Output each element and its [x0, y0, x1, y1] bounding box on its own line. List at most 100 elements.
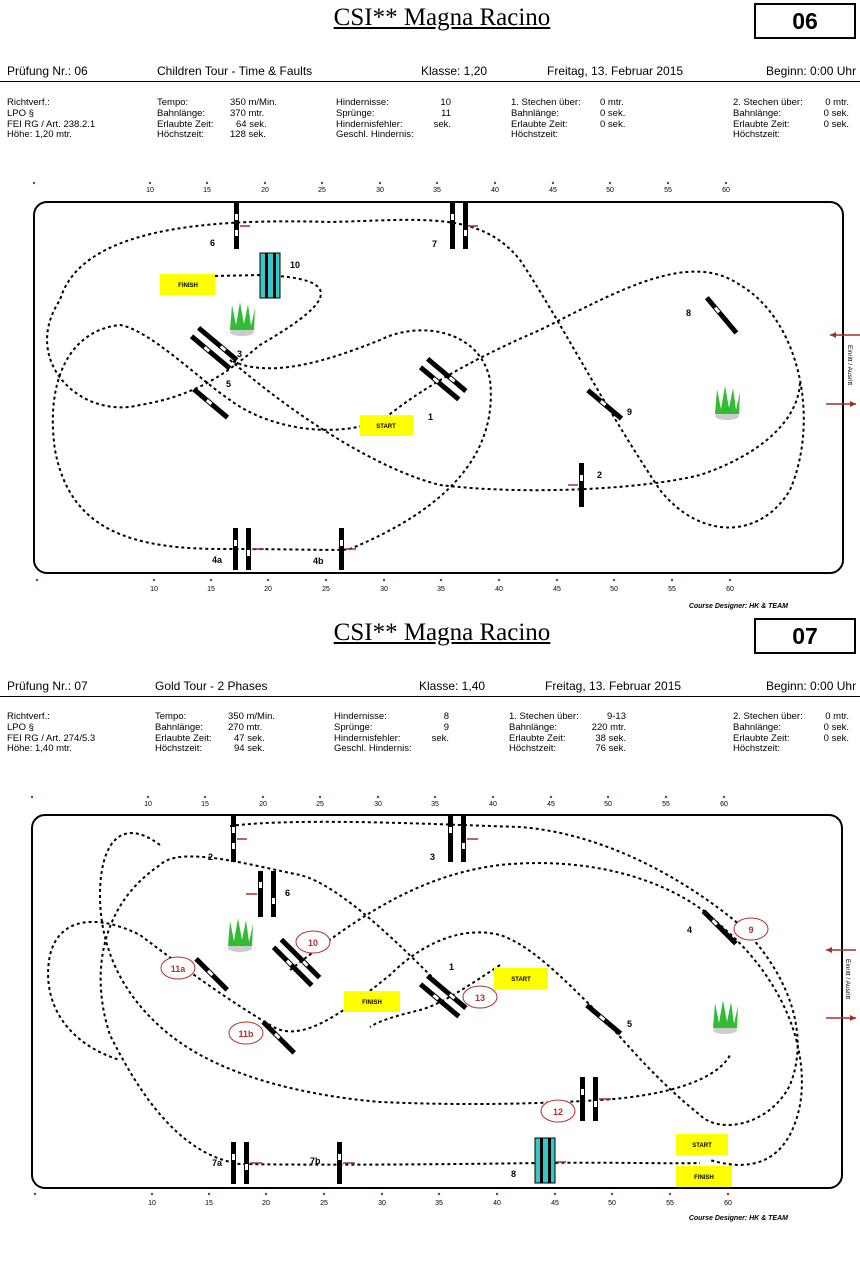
info-label: Höchstzeit: [157, 129, 204, 141]
info-value: sek. [431, 732, 449, 744]
grid-tick: 45 [549, 187, 557, 194]
info-value: 94 sek. [234, 743, 265, 755]
grid-bottom: 10 15 20 25 30 35 40 45 50 55 60 [148, 1200, 732, 1207]
info-value: 0 sek. [600, 118, 626, 130]
start-label: START [511, 977, 531, 983]
info-label: Bahnlänge: [733, 721, 782, 733]
fence-label: 2 [597, 470, 602, 480]
phase2-marker-9: 9 [733, 917, 769, 941]
info-label: Höchstzeit: [733, 129, 780, 141]
fence-label: 6 [210, 238, 215, 248]
info-col-stechen-2: 2. Stechen über: Bahnlänge: Erlaubte Zei… [733, 97, 849, 141]
grid-tick: 50 [610, 586, 618, 593]
info-label: Sprünge: [334, 721, 373, 733]
fence-label: 4b [313, 556, 324, 566]
start-marker: START [494, 968, 548, 989]
fence-label: 7 [432, 239, 437, 249]
grid-tick: 25 [320, 1200, 328, 1207]
grid-tick: 40 [489, 801, 497, 808]
course-sheet-07: CSI** Magna Racino 07 Prüfung Nr.: 07 Go… [0, 615, 860, 1230]
fence-label: 7b [310, 1156, 321, 1166]
info-value: 8 [443, 711, 449, 722]
pruefung-number-box: 06 [754, 3, 856, 39]
fence-10-water: 10 [259, 252, 300, 299]
fence-3: 3 [430, 816, 478, 862]
fence-label: 1 [449, 962, 454, 972]
grid-tick: 50 [606, 187, 614, 194]
info-value: 0 sek. [823, 107, 849, 119]
fence-label: 3 [237, 349, 242, 359]
phase2-marker-11b: 11b [228, 1021, 264, 1045]
info-value: 0 mtr. [825, 711, 849, 722]
info-label: 1. Stechen über: [509, 711, 579, 722]
competition-name: Children Tour - Time & Faults [157, 64, 313, 78]
info-label: Sprünge: [336, 107, 375, 119]
fence-label: 4 [687, 925, 692, 935]
info-values: 9-13 220 mtr. 38 sek. 76 sek. [592, 711, 626, 755]
info-label: Bahnlänge: [511, 107, 560, 119]
grid-tick: 25 [318, 187, 326, 194]
info-line: Höhe: 1,40 mtr. [7, 743, 72, 755]
grid-tick: 40 [491, 187, 499, 194]
grid-tick: 15 [205, 1200, 213, 1207]
grid-tick: 20 [264, 586, 272, 593]
info-label: Höchstzeit: [155, 743, 202, 755]
grid-tick: 10 [146, 187, 154, 194]
fence-label: 8 [511, 1169, 516, 1179]
info-values: 0 mtr. 0 sek. 0 sek. [824, 711, 849, 744]
klasse: Klasse: 1,20 [421, 64, 488, 78]
grid-tick: 30 [380, 586, 388, 593]
phase2-marker-12: 12 [540, 1099, 576, 1123]
info-label: Höchstzeit: [509, 743, 556, 755]
grid-tick: 20 [259, 801, 267, 808]
course-route [47, 820, 803, 1166]
info-values: 350 m/Min. 270 mtr. 47 sek. 94 sek. [228, 711, 275, 755]
info-col-tempo: Tempo: Bahnlänge: Erlaubte Zeit: Höchstz… [157, 97, 277, 141]
bush-icon [230, 302, 255, 336]
start-marker-2: START [676, 1134, 728, 1155]
sheet-title: CSI** Magna Racino [333, 4, 551, 31]
grid-tick: 45 [551, 1200, 559, 1207]
finish-marker-2: FINISH [676, 1166, 732, 1187]
grid-top: 10 15 20 25 30 35 40 45 50 55 60 [146, 187, 730, 194]
info-value: 0 mtr. [825, 97, 849, 108]
fence-label: 4a [212, 555, 223, 565]
fence-label: 6 [285, 888, 290, 898]
course-plan-06: 10 15 20 25 30 35 40 45 50 55 60 10 15 2… [32, 181, 860, 593]
grid-tick: 60 [722, 187, 730, 194]
fence-12 [580, 1077, 611, 1121]
info-line: FEI RG / Art. 238.2.1 [7, 118, 96, 130]
fence-4 [701, 909, 738, 946]
info-label: Erlaubte Zeit: [155, 732, 212, 744]
grid-tick: 45 [553, 586, 561, 593]
info-line: Richtverf.: [7, 97, 50, 108]
info-value: 76 sek. [595, 743, 626, 755]
grid-tick: 50 [604, 801, 612, 808]
grid-tick: 60 [720, 801, 728, 808]
fence-3 [189, 325, 239, 371]
info-label: Höchstzeit: [511, 129, 558, 141]
info-value: 47 sek. [234, 732, 265, 744]
fence-11a [194, 957, 229, 992]
fence-label: 2 [208, 852, 213, 862]
grid-bottom: 10 15 20 25 30 35 40 45 50 55 60 [150, 586, 734, 593]
fence-7a: 7a [212, 1142, 262, 1184]
pruefung-nr: Prüfung Nr.: 06 [7, 64, 88, 78]
bush-icon [715, 386, 740, 420]
grid-tick: 15 [203, 187, 211, 194]
start-label: START [376, 424, 396, 430]
fence-1 [418, 973, 468, 1019]
fence-label: 8 [686, 308, 691, 318]
info-col-stechen-1: 1. Stechen über: Bahnlänge: Erlaubte Zei… [511, 97, 627, 141]
fence-4b: 4b [313, 528, 356, 570]
entrance-label: Einritt / Ausritt [844, 959, 851, 999]
grid-tick: 40 [493, 1200, 501, 1207]
info-value: 370 mtr. [230, 107, 265, 119]
info-label: Hindernisfehler: [336, 118, 403, 130]
info-values: 350 m/Min. 370 mtr. 64 sek. 128 sek. [230, 97, 277, 141]
info-value: 128 sek. [230, 129, 266, 141]
info-label: Geschl. Hindernis: [334, 743, 412, 755]
fence-label: 1 [428, 412, 433, 422]
grid-tick: 55 [662, 801, 670, 808]
grid-tick: 20 [262, 1200, 270, 1207]
